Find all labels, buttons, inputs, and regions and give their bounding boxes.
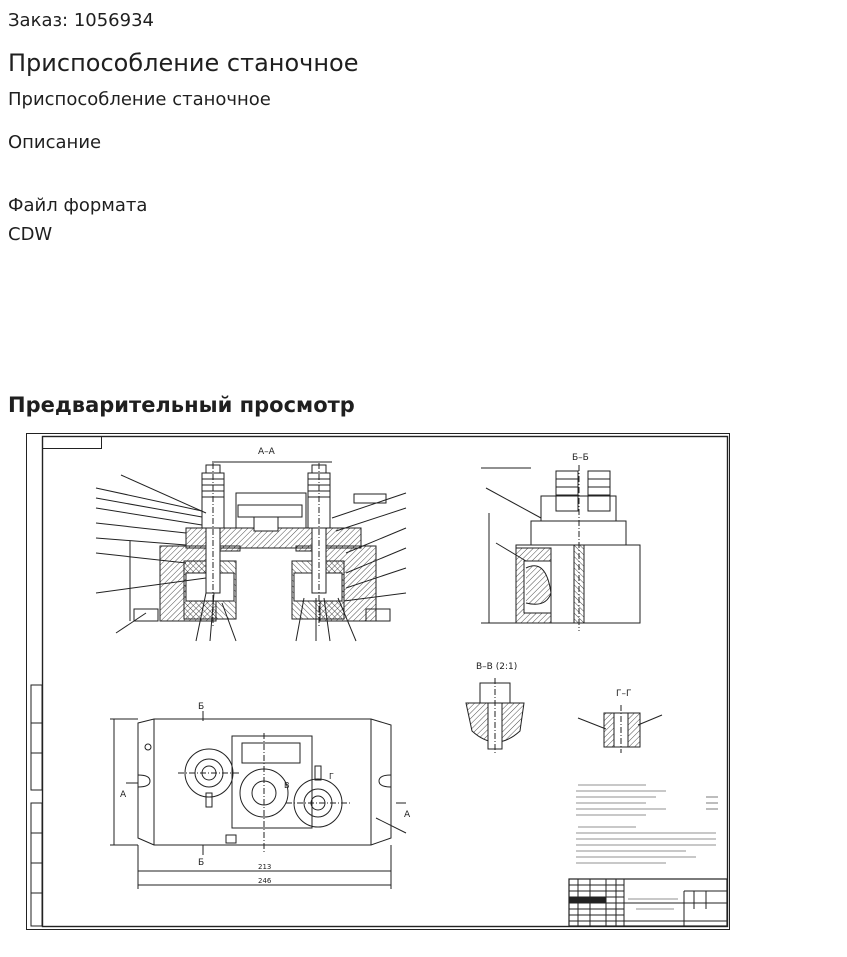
plan-view: 213 246 Б Б А А В Г — [110, 702, 411, 889]
svg-text:Б: Б — [198, 858, 204, 868]
view-label-b-b: Б–Б — [572, 453, 589, 463]
page-title: Приспособление станочное — [8, 49, 359, 77]
svg-text:А: А — [404, 810, 411, 820]
svg-text:Г: Г — [329, 772, 334, 781]
view-label-a-a: А–А — [258, 447, 276, 457]
preview-heading: Предварительный просмотр — [8, 393, 355, 417]
detail-view-g-g: Г–Г — [577, 689, 663, 753]
title-block — [568, 878, 728, 927]
product-subtitle: Приспособление станочное — [8, 89, 271, 110]
view-label-v-v: В–В (2:1) — [476, 662, 517, 672]
section-view-a-a: А–А — [95, 447, 407, 642]
dimension-overall: 246 — [258, 877, 272, 885]
section-view-b-b: Б–Б — [481, 453, 641, 631]
technical-notes — [576, 784, 718, 864]
order-number: Заказ: 1056934 — [8, 10, 154, 31]
file-format-label: Файл формата — [8, 195, 148, 216]
top-stamp — [42, 436, 102, 449]
svg-text:В: В — [284, 781, 290, 790]
svg-text:Б: Б — [198, 702, 204, 712]
dimension-width: 213 — [258, 863, 271, 871]
file-format-value: CDW — [8, 224, 53, 245]
sheet-outer-border — [26, 433, 730, 930]
drawing-preview-image: А–А — [26, 433, 730, 930]
detail-view-v-v: В–В (2:1) — [465, 662, 525, 755]
description-heading: Описание — [8, 132, 102, 153]
svg-text:А: А — [120, 790, 127, 800]
view-label-g-g: Г–Г — [616, 689, 631, 699]
sheet-inner-border — [41, 435, 729, 928]
